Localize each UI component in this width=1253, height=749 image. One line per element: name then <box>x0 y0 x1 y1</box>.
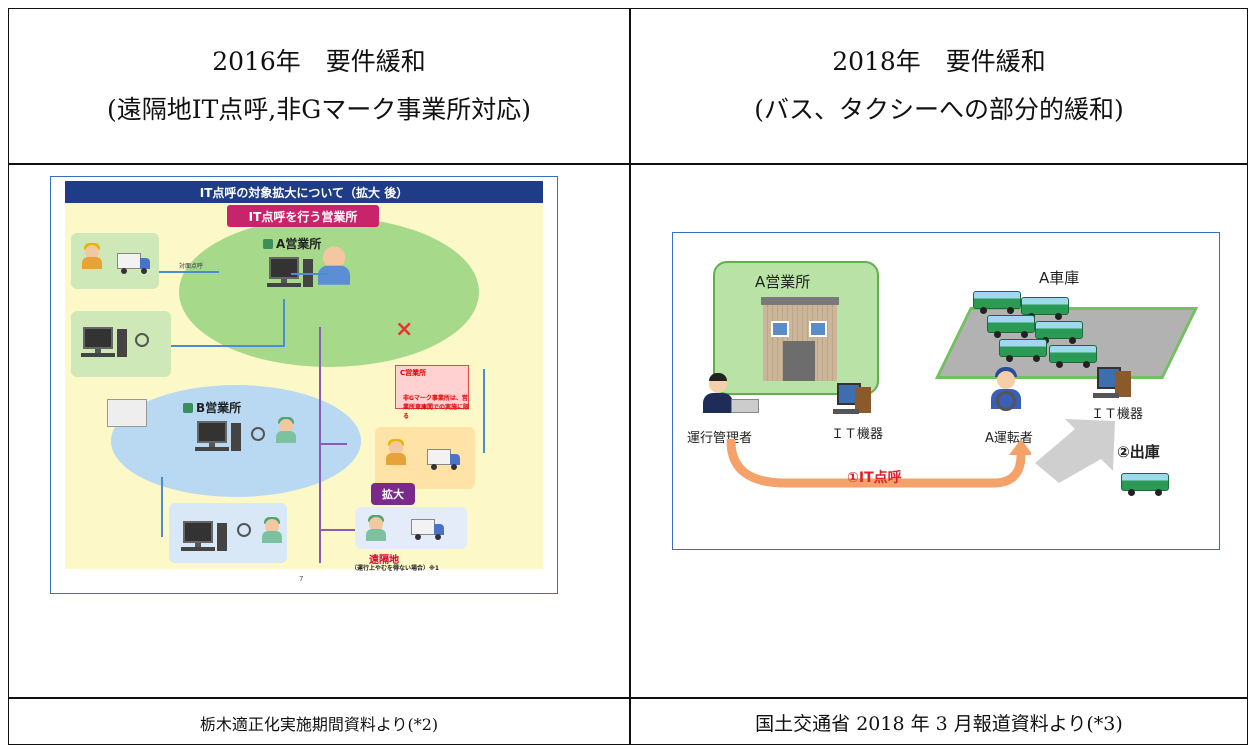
phone-icon <box>237 523 251 537</box>
caption-divider <box>9 697 1247 699</box>
figure-subtitle: IT点呼を行う営業所 <box>227 205 379 227</box>
it-rollcall-expansion-figure: IT点呼の対象拡大について（拡大 後） IT点呼を行う営業所 A営業所 B営業所… <box>50 176 558 594</box>
driver-icon <box>261 517 283 543</box>
departure-label: ②出庫 <box>1117 443 1160 461</box>
no-gmark-note: 非Gマーク事業所は、営業所車庫間での実施に限る <box>403 395 470 420</box>
office-a-area <box>179 217 479 367</box>
it-rollcall-arrow <box>483 369 485 453</box>
remote-label: 遠隔地 <box>369 555 399 566</box>
truck-icon <box>427 449 461 470</box>
it-device-label: ＩＴ機器 <box>1091 407 1144 422</box>
laptop-icon <box>731 399 759 413</box>
it-rollcall-arrow <box>161 477 163 537</box>
office-a-label: A営業所 <box>263 235 321 252</box>
phone-icon <box>251 427 265 441</box>
header-2018-title: 2018年 要件緩和 <box>832 47 1046 76</box>
caption-2018-source: 国土交通省 2018 年 3 月報道資料より(*3) <box>755 713 1123 735</box>
header-2016-subtitle: (遠隔地IT点呼,非Gマーク事業所対応) <box>107 95 531 124</box>
remote-rollcall-arrow <box>319 327 321 563</box>
remote-note: （運行上やむを得ない場合）※1 <box>351 565 440 572</box>
bus-icon <box>987 315 1035 338</box>
it-rollcall-arrow <box>283 299 285 347</box>
garage-label: A車庫 <box>1039 269 1080 287</box>
arrow-to-manager <box>291 273 329 275</box>
bus-icon <box>1049 345 1097 368</box>
bus-taxi-rollcall-figure: A営業所 A車庫 運行管理者 ＩＴ機器 A運転者 ＩＴ機器 ①IT点呼 ②出庫 <box>672 232 1220 550</box>
figure-title: IT点呼の対象拡大について（拡大 後） <box>65 181 543 203</box>
bus-icon <box>1121 473 1169 496</box>
face-to-face-label: 対面点呼 <box>179 263 204 270</box>
header-2016: 2016年 要件緩和 (遠隔地IT点呼,非Gマーク事業所対応) <box>9 9 629 163</box>
driver-icon <box>385 439 407 465</box>
rollcall-arrow <box>726 439 1031 488</box>
header-divider <box>9 163 1247 165</box>
driver-icon <box>365 515 387 541</box>
departure-arrow <box>1035 419 1115 483</box>
phone-icon <box>135 333 149 347</box>
company-logo-icon <box>263 239 273 249</box>
expand-badge: 拡大 <box>371 483 415 505</box>
comparison-table: 2016年 要件緩和 (遠隔地IT点呼,非Gマーク事業所対応) 2018年 要件… <box>8 8 1248 745</box>
column-divider <box>629 9 631 744</box>
manager-icon <box>316 243 351 285</box>
office-b-building-icon <box>107 399 147 427</box>
remote-rollcall-arrow <box>319 443 347 445</box>
office-b-label: B営業所 <box>183 399 241 416</box>
it-device-label: ＩＴ機器 <box>831 427 884 442</box>
it-rollcall-arrow <box>171 345 283 347</box>
truck-icon <box>411 519 445 540</box>
header-2018: 2018年 要件緩和 (バス、タクシーへの部分的緩和) <box>629 9 1249 163</box>
header-2018-subtitle: (バス、タクシーへの部分的緩和) <box>754 95 1124 124</box>
bus-icon <box>973 291 1021 314</box>
driver-icon <box>81 243 103 269</box>
office-building-icon <box>761 297 839 381</box>
page-number: 7 <box>299 575 304 583</box>
driver-icon <box>275 417 297 443</box>
manager-label: 運行管理者 <box>687 431 753 446</box>
office-a-label: A営業所 <box>755 273 811 291</box>
it-rollcall-label: ①IT点呼 <box>847 470 902 486</box>
truck-icon <box>117 253 151 274</box>
company-logo-icon <box>183 403 193 413</box>
header-2016-title: 2016年 要件緩和 <box>212 47 426 76</box>
remote-rollcall-arrow <box>319 529 355 531</box>
cross-mark-icon: × <box>395 317 414 342</box>
face-to-face-arrow <box>159 271 219 273</box>
no-gmark-office-box: C営業所 <box>395 365 469 409</box>
caption-2016-source: 栃木適正化実施期間資料より(*2) <box>199 714 439 734</box>
bus-icon <box>999 339 1047 362</box>
